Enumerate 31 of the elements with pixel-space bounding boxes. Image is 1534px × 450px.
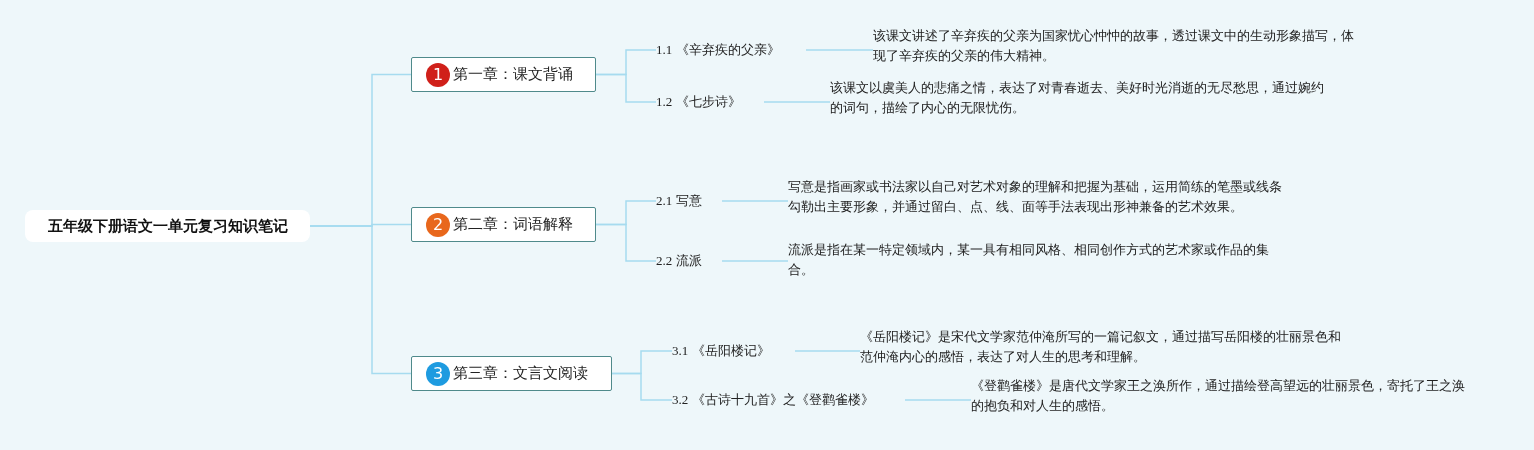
number-badge: 1 <box>426 62 450 87</box>
topic-label: 3.2 《古诗十九首》之《登鹳雀楼》 <box>672 386 905 414</box>
chapter-box <box>411 356 612 391</box>
topic-label: 2.2 流派 <box>656 247 722 275</box>
topic-label: 2.1 写意 <box>656 187 722 215</box>
description-text: 《岳阳楼记》是宋代文学家范仲淹所写的一篇记叙文，通过描写岳阳楼的壮丽景色和范仲淹内心的感悟，表达了对人生的思考和理解。 <box>860 327 1345 367</box>
description-text: 该课文以虞美人的悲痛之情，表达了对青春逝去、美好时光消逝的无尽愁思，通过婉约的词句，描绘了内心的无限忧伤。 <box>830 78 1330 118</box>
connector <box>611 372 673 401</box>
connector <box>763 101 831 103</box>
connector <box>721 200 789 202</box>
connector <box>805 49 874 51</box>
number-badge: 3 <box>426 361 450 386</box>
description-text: 该课文讲述了辛弃疾的父亲为国家忧心忡忡的故事，透过课文中的生动形象描写，体现了辛弃疾的父亲的伟大精神。 <box>873 26 1363 66</box>
chapter-box <box>411 207 596 242</box>
chapter-title: 第一章：课文背诵 <box>453 65 573 84</box>
chapter-box <box>411 57 596 92</box>
topic-label: 3.1 《岳阳楼记》 <box>672 337 795 365</box>
connector <box>721 260 789 262</box>
number-badge: 2 <box>426 212 450 237</box>
description-text: 写意是指画家或书法家以自己对艺术对象的理解和把握为基础，运用简练的笔墨或线条勾勒出主要形象，并通过留白、点、线、面等手法表现出形神兼备的艺术效果。 <box>788 166 1288 228</box>
root-topic-box: 五年级下册语文一单元复习知识笔记 <box>25 210 310 242</box>
description-text: 流派是指在某一特定领域内，某一具有相同风格、相同创作方式的艺术家或作品的集合。 <box>788 240 1288 280</box>
description-text: 《登鹳雀楼》是唐代文学家王之涣所作，通过描绘登高望远的壮丽景色，寄托了王之涣的抱负和对人生的感悟。 <box>971 376 1471 416</box>
chapter-title: 第二章：词语解释 <box>453 215 573 234</box>
connector <box>595 73 657 103</box>
topic-label: 1.1 《辛弃疾的父亲》 <box>656 36 806 64</box>
connector <box>904 399 972 401</box>
connector <box>794 350 861 352</box>
topic-label: 1.2 《七步诗》 <box>656 88 764 116</box>
connector <box>595 223 657 262</box>
chapter-title: 第三章：文言文阅读 <box>453 364 588 383</box>
